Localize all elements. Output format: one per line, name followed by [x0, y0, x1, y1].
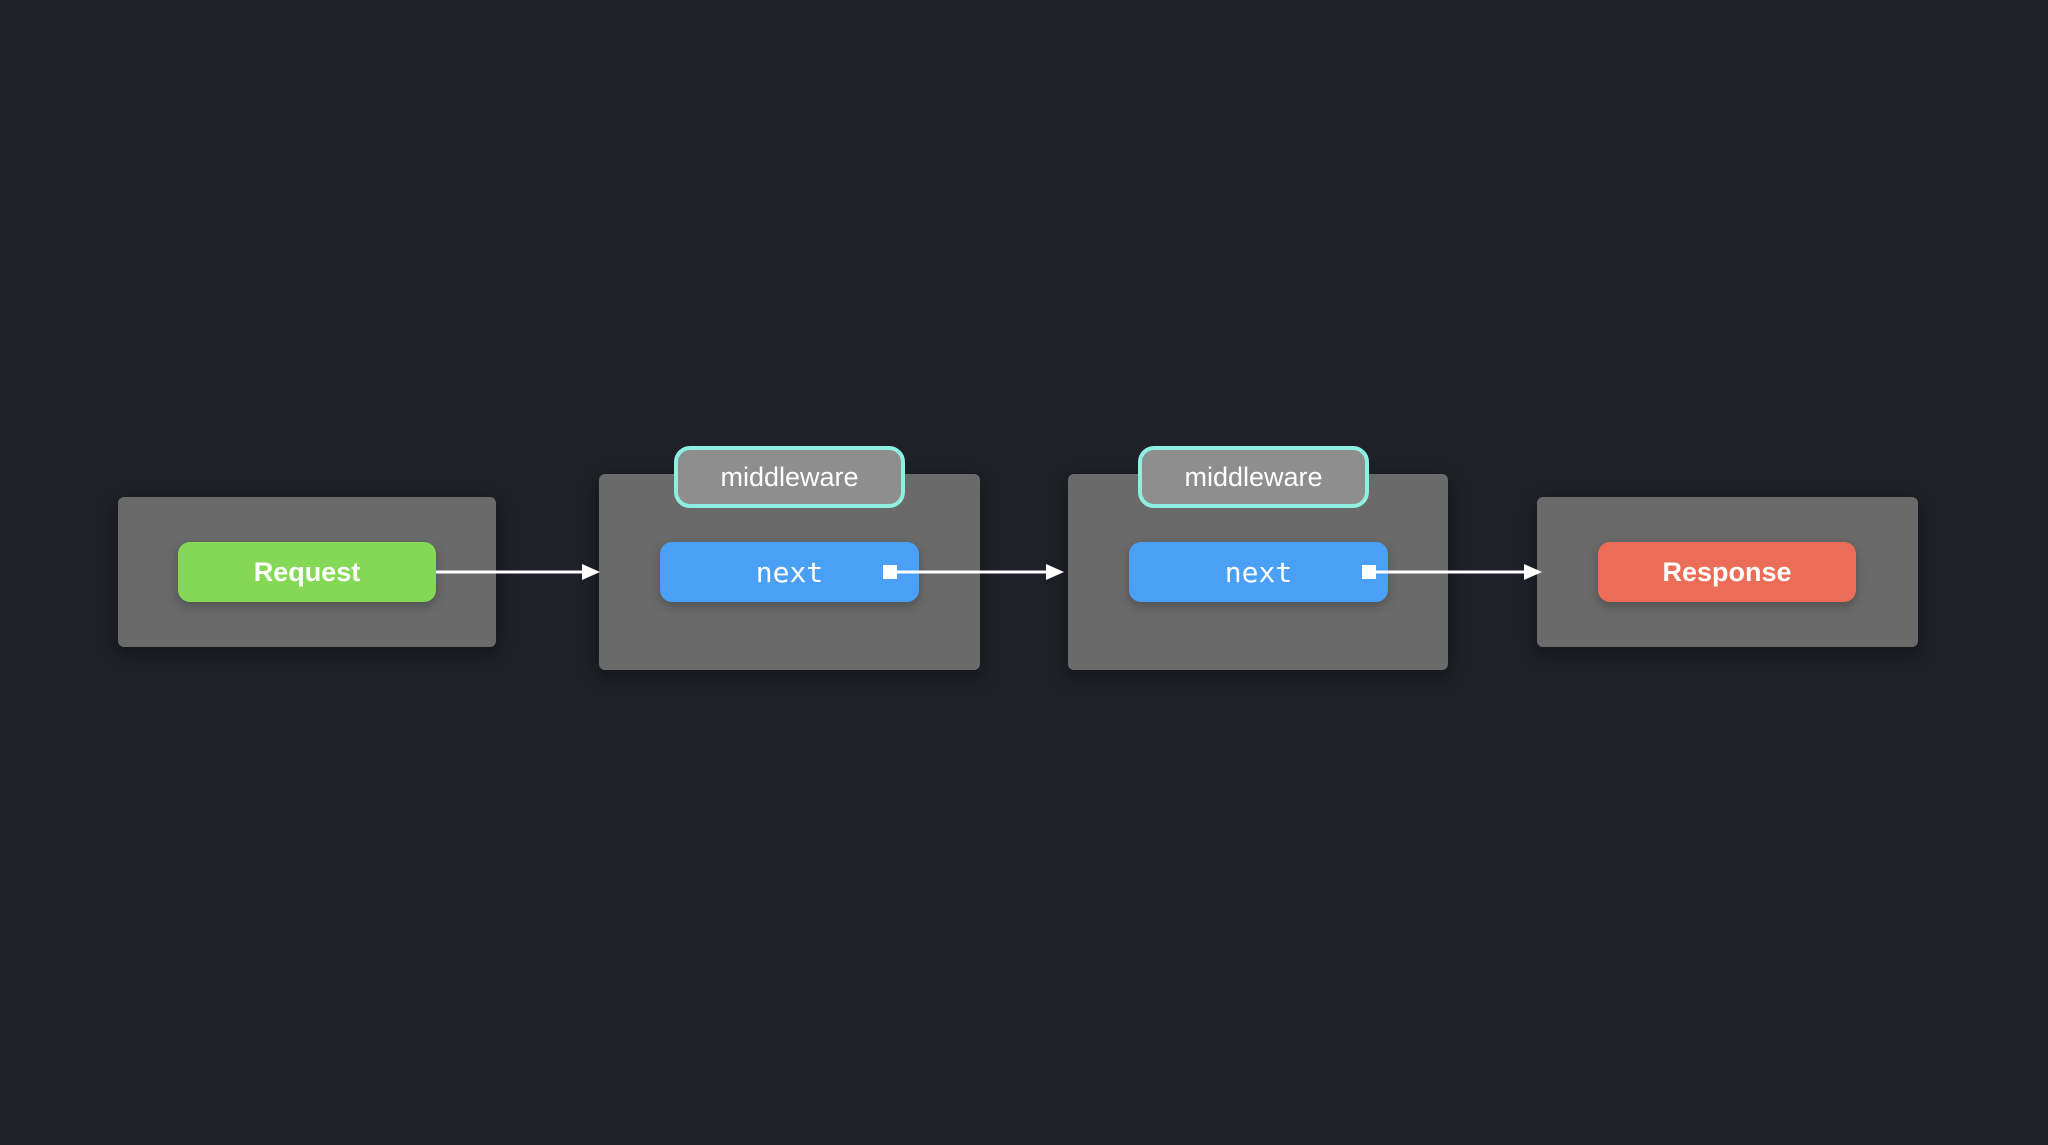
next-connector-1: [883, 565, 897, 579]
middleware-tag-label-2: middleware: [1184, 461, 1323, 492]
next-pill-1: next: [660, 542, 919, 602]
arrowhead-2: [1046, 564, 1064, 580]
middleware-tag-2: middleware: [1138, 446, 1369, 508]
middleware-tag-label-1: middleware: [720, 461, 859, 492]
next-pill-2: next: [1129, 542, 1388, 602]
request-pill: Request: [178, 542, 436, 602]
next-label-1: next: [755, 555, 824, 589]
next-label-2: next: [1224, 555, 1293, 589]
response-pill: Response: [1598, 542, 1856, 602]
middleware-tag-1: middleware: [674, 446, 905, 508]
response-label: Response: [1662, 556, 1792, 587]
arrowhead-1: [582, 564, 600, 580]
request-label: Request: [253, 556, 361, 587]
next-connector-2: [1362, 565, 1376, 579]
